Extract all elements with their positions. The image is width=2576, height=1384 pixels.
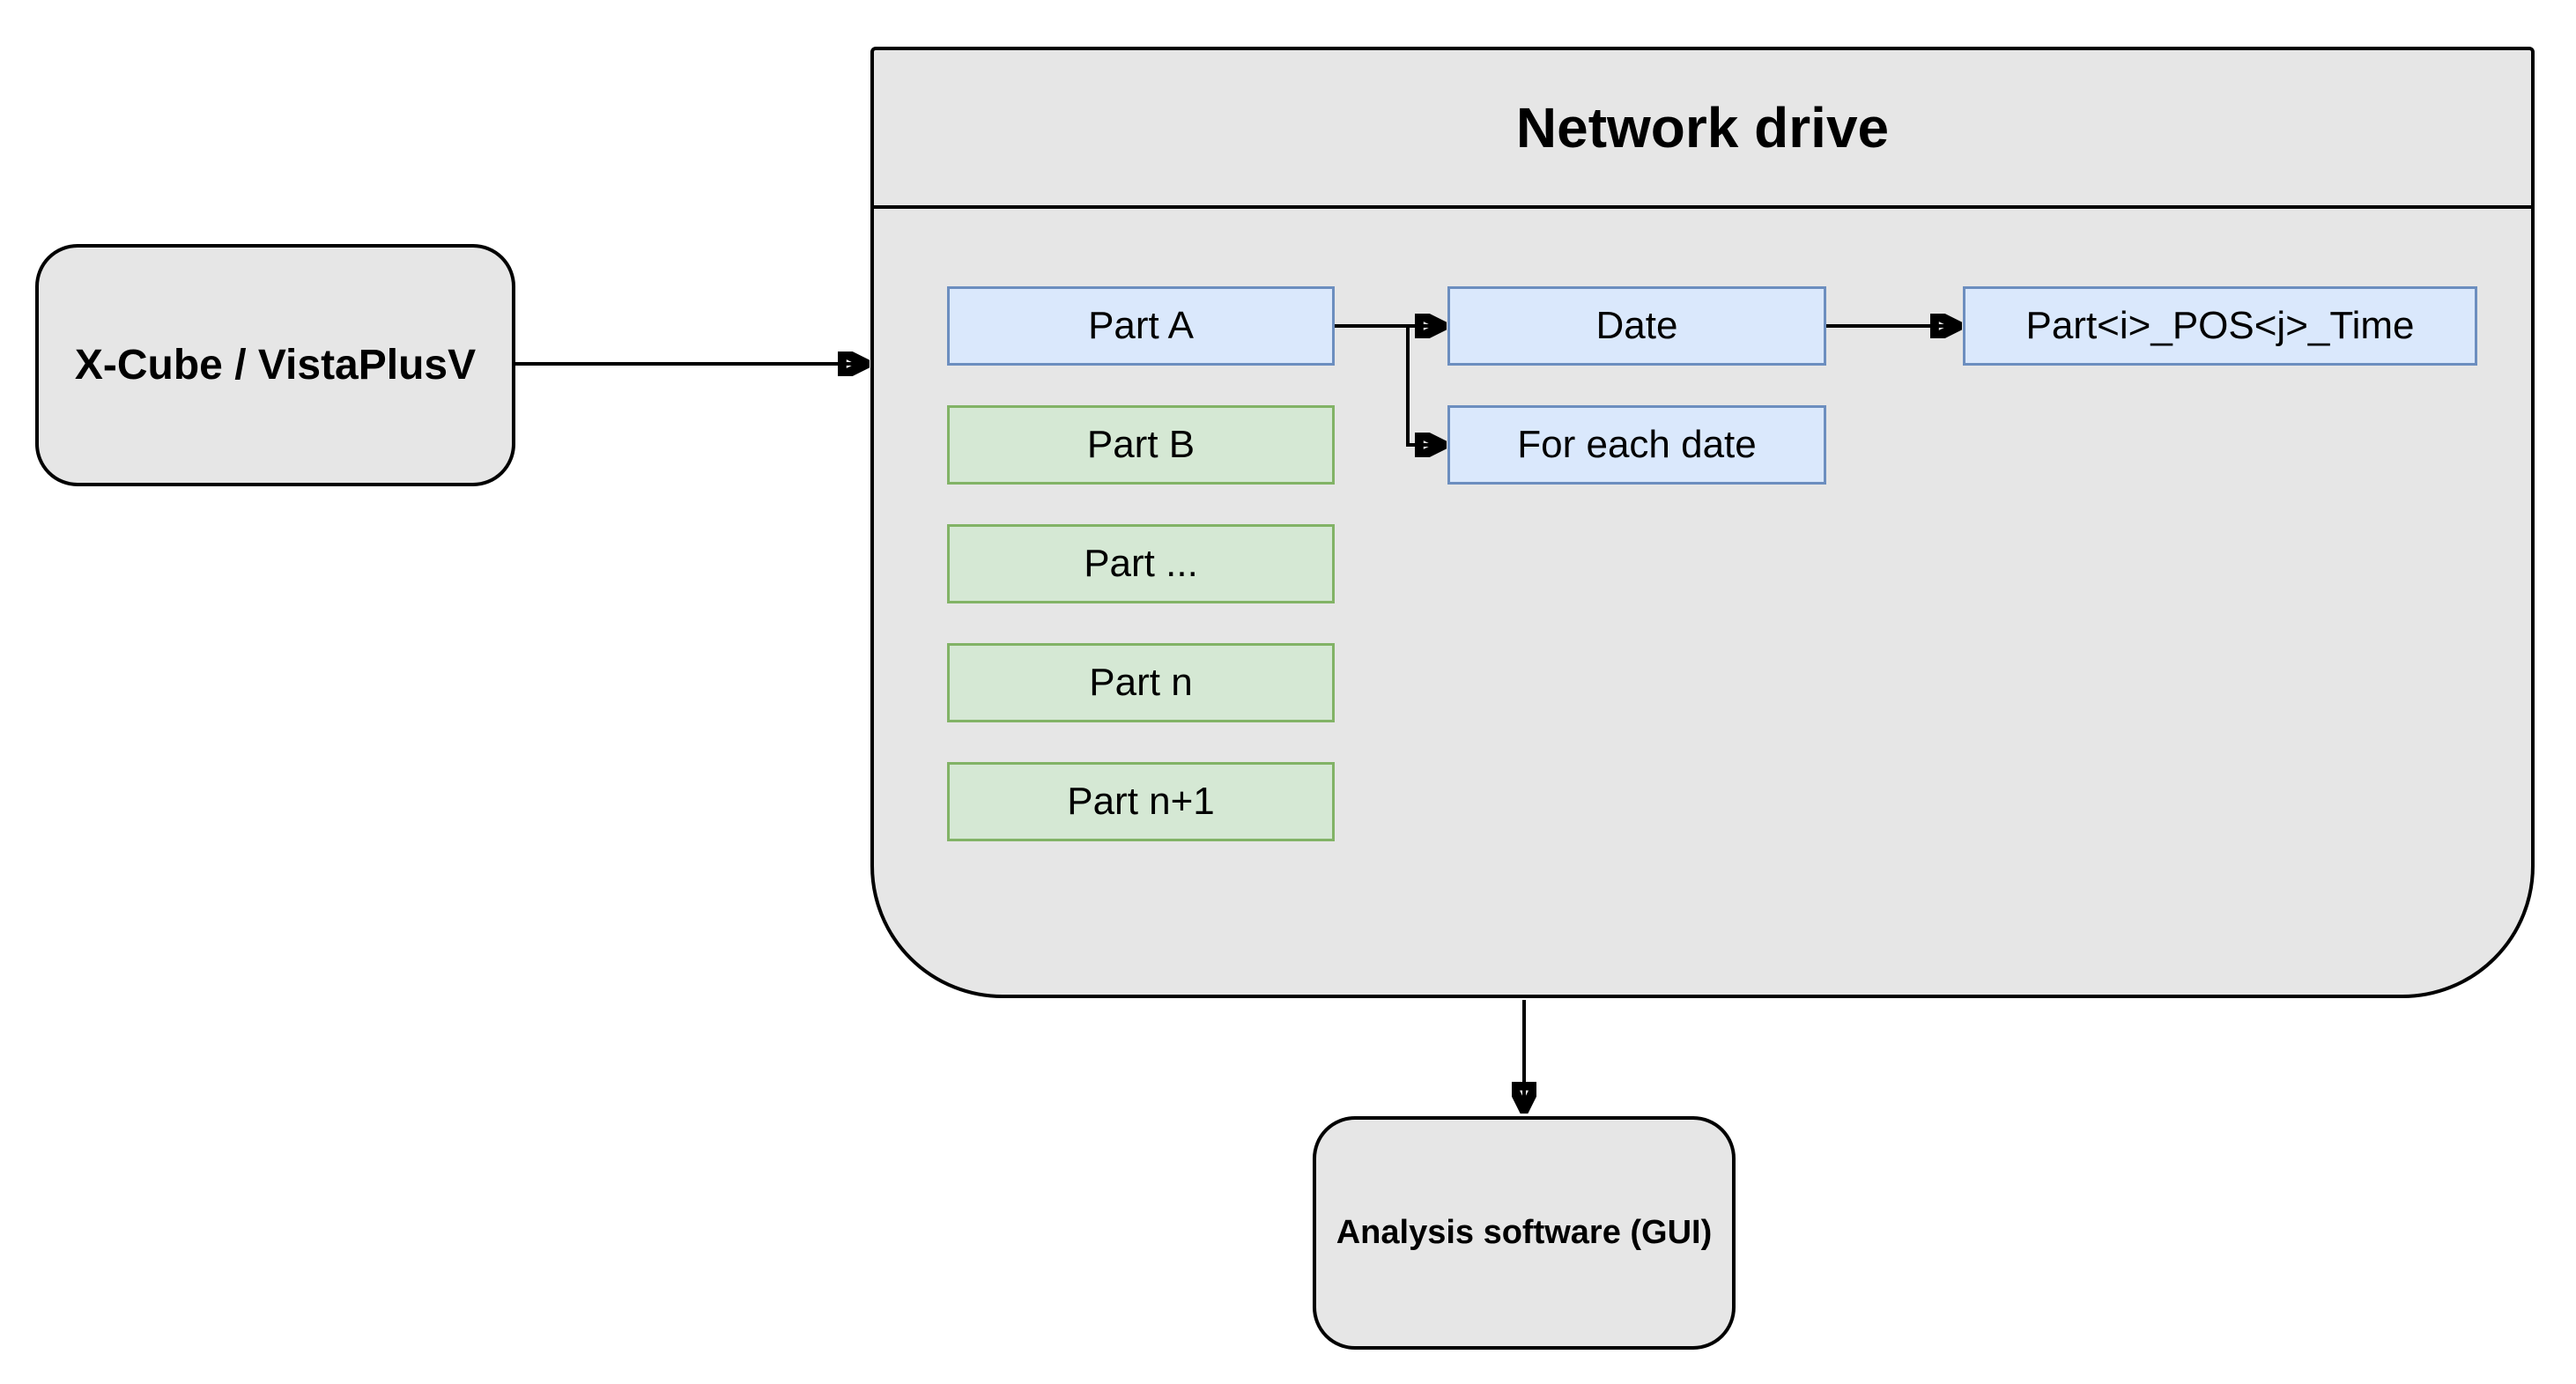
for-each-date-box: For each date [1447,405,1826,485]
file-pattern-box: Part<i>_POS<j>_Time [1963,286,2477,366]
part-box-dots: Part ... [947,524,1335,603]
part-box-dots-label: Part ... [1084,542,1198,585]
date-box: Date [1447,286,1826,366]
network-drive-header: Network drive [874,50,2531,209]
part-box-b: Part B [947,405,1335,485]
analysis-software-label: Analysis software (GUI) [1336,1214,1713,1251]
for-each-date-box-label: For each date [1517,423,1757,466]
part-box-b-label: Part B [1086,423,1195,466]
network-drive-title: Network drive [1515,96,1890,159]
part-box-a-label: Part A [1088,304,1194,347]
part-box-n-label: Part n [1089,661,1193,704]
part-box-n-plus-1: Part n+1 [947,762,1335,841]
file-pattern-box-label: Part<i>_POS<j>_Time [2025,304,2415,347]
xcube-vistaplus-label: X-Cube / VistaPlusV [74,342,477,389]
part-box-a: Part A [947,286,1335,366]
xcube-vistaplus-node: X-Cube / VistaPlusV [35,244,515,486]
date-box-label: Date [1595,304,1678,347]
analysis-software-node: Analysis software (GUI) [1313,1116,1736,1350]
network-drive-container: Network drive [870,47,2535,998]
part-box-n: Part n [947,643,1335,722]
part-box-n-plus-1-label: Part n+1 [1067,780,1215,823]
